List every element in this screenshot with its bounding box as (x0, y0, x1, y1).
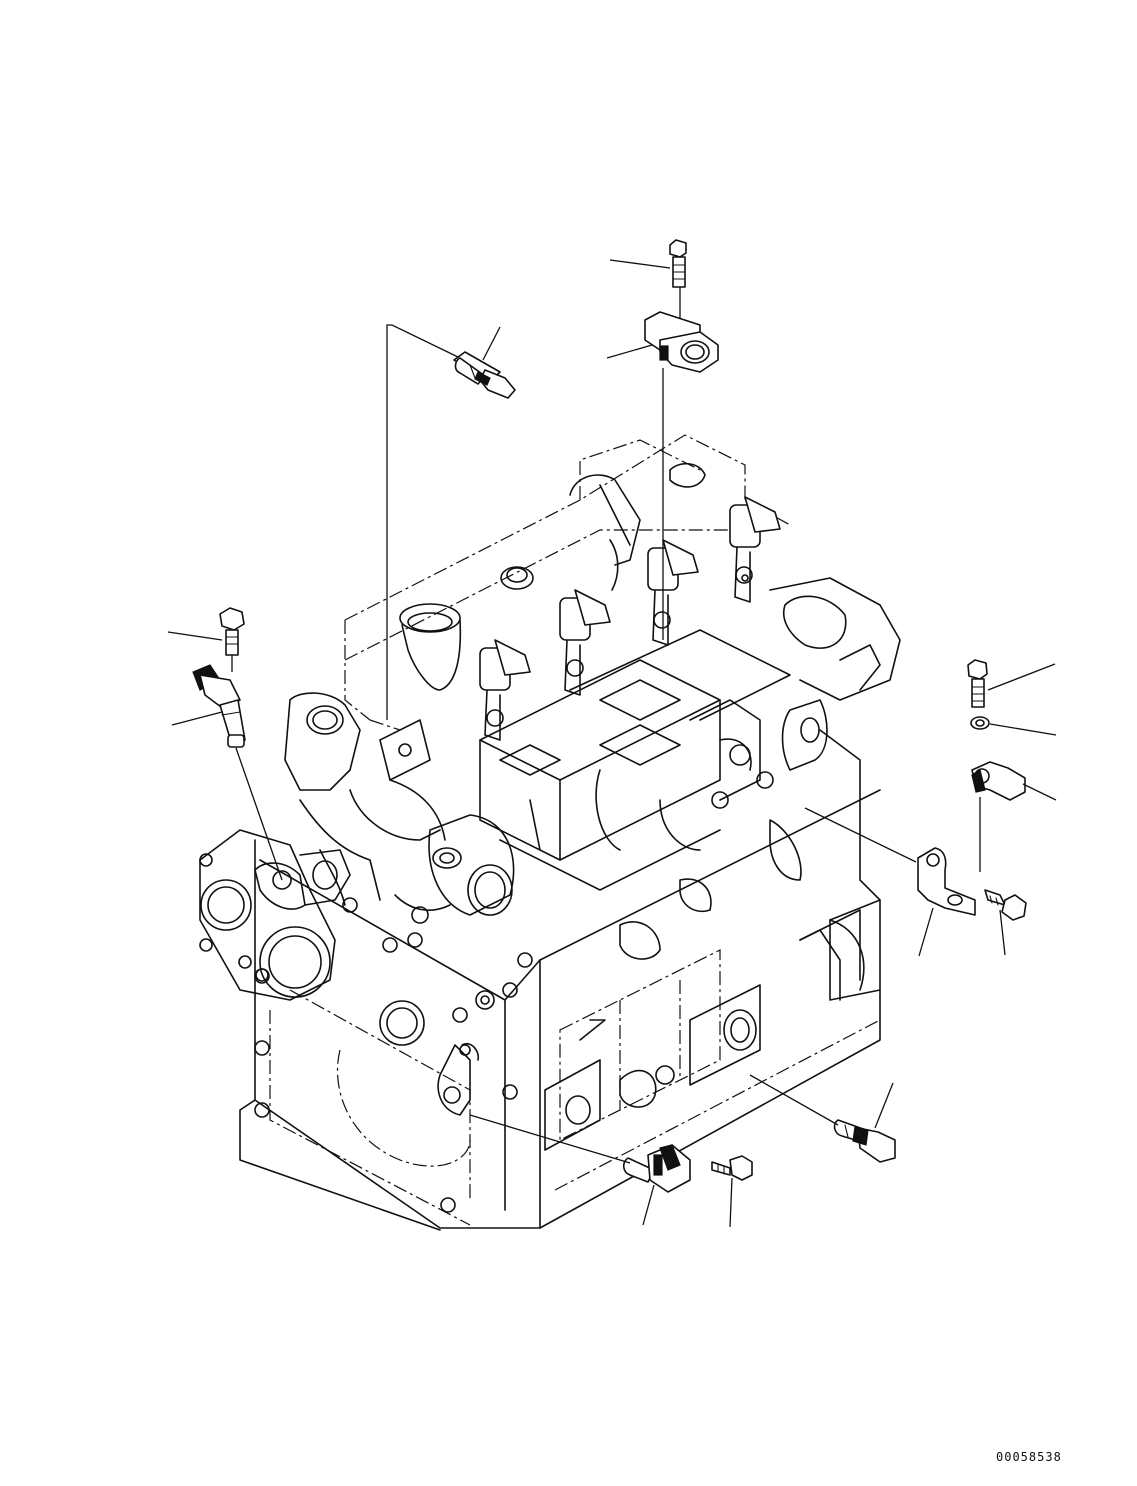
oil-pressure-sensor-top (453, 351, 516, 399)
injector-2 (559, 589, 611, 696)
boost-sensor-bolt (669, 239, 687, 288)
boost-sensor-top (644, 311, 719, 373)
speed-sensor-left (192, 664, 246, 748)
engine-block (239, 729, 881, 1231)
lower-speed-sensor-bolt (711, 1155, 753, 1181)
drawing-number: 00058538 (996, 1450, 1062, 1464)
right-bracket-bolt (984, 889, 1027, 921)
injector-1 (479, 639, 531, 741)
water-pump (199, 829, 351, 1001)
lower-pressure-sensor (833, 1119, 896, 1163)
injectors (479, 496, 781, 741)
sensor-mount-lower-left (437, 1042, 480, 1116)
injector-4 (729, 496, 781, 603)
injector-3 (647, 539, 699, 646)
front-cover-bolts (254, 932, 533, 1213)
right-bracket (917, 847, 976, 916)
right-sensor-bolt (967, 659, 988, 708)
cylinder-head (344, 434, 901, 771)
right-sensor (971, 761, 1026, 801)
right-sensor-washer (970, 716, 990, 730)
intake-manifold (479, 629, 802, 960)
lower-speed-sensor (622, 1144, 691, 1193)
speed-sensor-left-bolt (219, 607, 245, 656)
thermostat-housing (284, 692, 515, 924)
leader-lines (167, 259, 1057, 1228)
